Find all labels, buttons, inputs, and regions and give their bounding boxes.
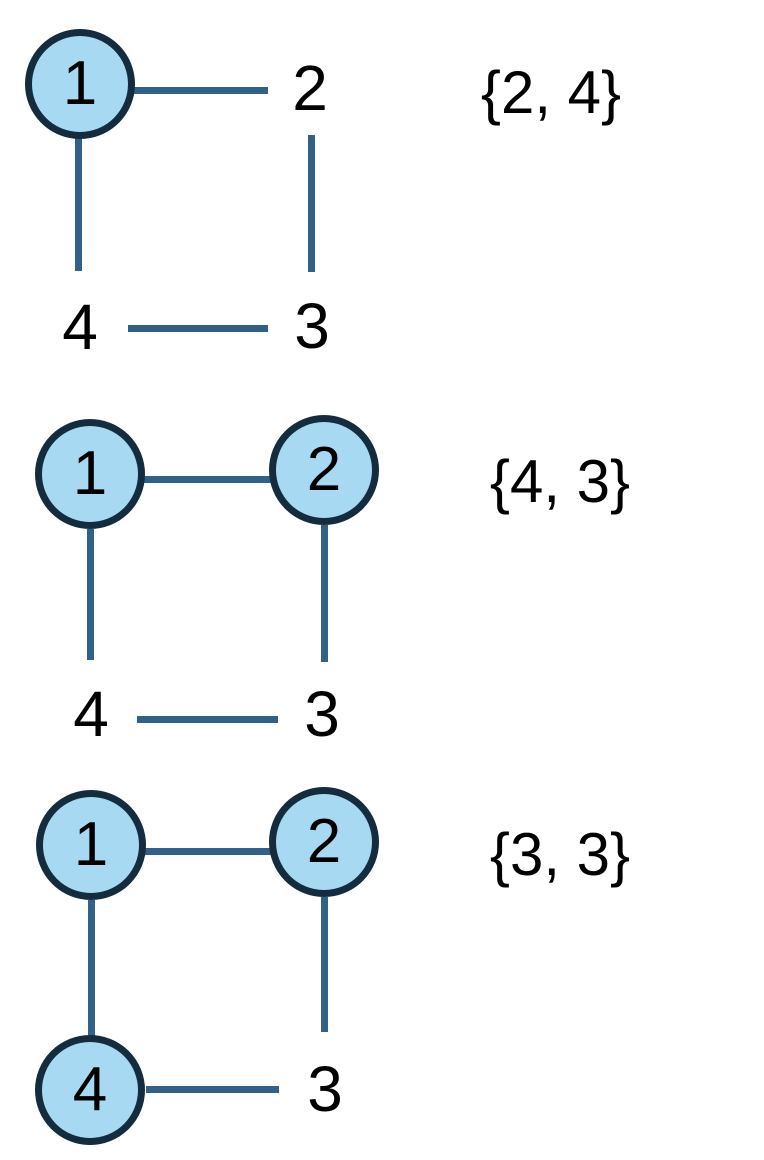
graph-3-node-1: 1 <box>36 790 146 900</box>
graph-3-node-2: 2 <box>269 787 379 897</box>
node-label: 1 <box>72 439 108 508</box>
graph-1-node-2: 2 <box>292 52 328 124</box>
graph-2-edge-1-2 <box>138 476 278 483</box>
graph-1-edge-1-4 <box>75 137 82 271</box>
graph-1-node-4: 4 <box>62 291 98 363</box>
node-label: 1 <box>73 810 109 879</box>
graph-1-edge-2-3 <box>308 135 315 272</box>
graph-3-edge-2-3 <box>321 897 328 1032</box>
graph-3-edge-4-3 <box>146 1086 279 1093</box>
graph-1-node-3: 3 <box>294 290 330 362</box>
graph-1-edge-4-3 <box>128 325 268 332</box>
graph-1-set-label: {2, 4} <box>480 59 622 126</box>
graph-2-edge-1-4 <box>87 529 94 660</box>
graph-2-edge-2-3 <box>321 525 328 662</box>
graph-1-node-1: 1 <box>25 29 135 139</box>
graph-2-node-4: 4 <box>73 678 109 750</box>
graph-3-edge-1-2 <box>140 848 278 855</box>
node-label: 1 <box>62 49 98 118</box>
graph-1-edge-1-2 <box>133 87 268 94</box>
graph-2-set-label: {4, 3} <box>489 448 631 515</box>
graph-2-edge-4-3 <box>137 716 278 723</box>
node-label: 4 <box>72 1055 108 1124</box>
graph-3-node-3: 3 <box>307 1053 343 1125</box>
graph-2-node-3: 3 <box>304 678 340 750</box>
graph-3-set-label: {3, 3} <box>489 821 631 888</box>
node-label: 2 <box>306 435 342 504</box>
graph-3-node-4: 4 <box>35 1035 145 1145</box>
node-label: 2 <box>306 807 342 876</box>
graph-2-node-2: 2 <box>269 415 379 525</box>
graph-3-edge-1-4 <box>88 900 95 1037</box>
graph-2-node-1: 1 <box>35 419 145 529</box>
